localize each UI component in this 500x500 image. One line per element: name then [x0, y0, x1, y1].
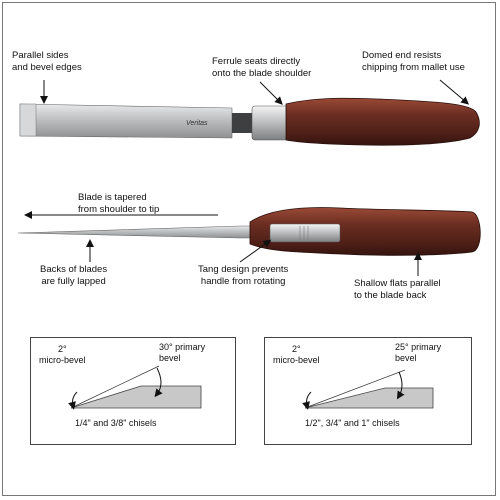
side-chisel-handle	[249, 207, 481, 256]
figure-frame	[2, 2, 496, 496]
callout-shallow-flats: Shallow flats parallel to the blade back	[354, 278, 441, 301]
top-chisel-bevel-edge	[19, 103, 37, 137]
bevel-inset-2: 2° micro-bevel 25° primary bevel 1/2", 3…	[264, 337, 472, 445]
bevel-inset-2-drawing	[302, 369, 434, 410]
top-chisel	[19, 97, 480, 146]
callout-blade-tapered: Blade is tapered from shoulder to tip	[78, 192, 160, 215]
bevel-inset-1-drawing	[68, 365, 202, 410]
micro-bevel-label-1: 2° micro-bevel	[39, 344, 86, 365]
top-chisel-neck	[232, 113, 254, 133]
inset-caption-2: 1/2", 3/4" and 1" chisels	[305, 418, 400, 428]
primary-bevel-arc-2	[396, 371, 405, 400]
callout-domed-end: Domed end resists chipping from mallet u…	[362, 50, 465, 73]
primary-bevel-label-2: 25° primary bevel	[395, 342, 442, 363]
top-chisel-handle	[285, 97, 480, 146]
bevel-inset-1: 2° micro-bevel 30° primary bevel 1/4" an…	[30, 337, 236, 445]
primary-bevel-guide-1	[70, 365, 160, 409]
micro-bevel-label-2: 2° micro-bevel	[273, 344, 320, 365]
micro-bevel-arc-2	[302, 391, 312, 410]
primary-bevel-label-1: 30° primary bevel	[159, 342, 206, 363]
side-chisel-tang	[269, 223, 341, 243]
callout-parallel-sides: Parallel sides and bevel edges	[12, 50, 82, 73]
top-chisel-ferrule	[251, 105, 289, 141]
side-chisel	[17, 207, 481, 256]
side-chisel-blade	[17, 225, 257, 239]
callout-tang-design: Tang design prevents handle from rotatin…	[198, 264, 289, 287]
brand-mark: Veritas	[186, 120, 208, 127]
callout-backs-lapped: Backs of blades are fully lapped	[40, 264, 108, 287]
bevel-profile-2	[304, 387, 434, 409]
arrow-tang-design	[239, 239, 272, 263]
primary-bevel-arc-1	[154, 367, 163, 398]
arrow-ferrule	[259, 81, 283, 105]
inset-caption-1: 1/4" and 3/8" chisels	[75, 418, 157, 428]
micro-bevel-arc-1	[68, 391, 78, 410]
bevel-profile-1	[70, 385, 202, 409]
primary-bevel-guide-2	[304, 369, 406, 409]
callout-ferrule: Ferrule seats directly onto the blade sh…	[212, 56, 312, 79]
arrow-domed-end	[439, 79, 470, 105]
